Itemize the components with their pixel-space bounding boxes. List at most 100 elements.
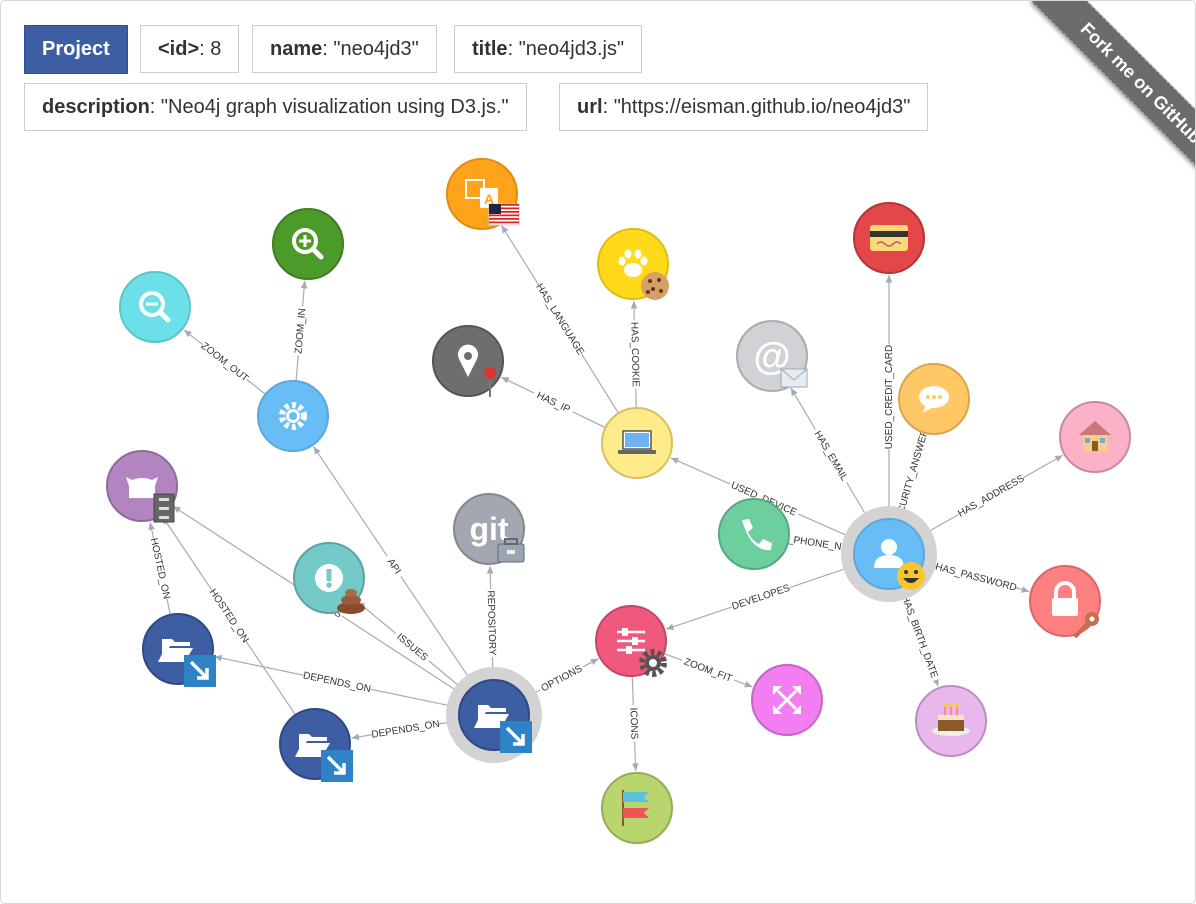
relationship-label: HAS_LANGUAGE — [533, 282, 586, 357]
relationship-label-bg — [729, 580, 792, 612]
relationship[interactable]: ZOOM_IN — [291, 280, 308, 382]
graph-node-email[interactable]: @ — [736, 320, 808, 392]
node-circle[interactable] — [272, 208, 344, 280]
graph-node-phone[interactable] — [718, 498, 790, 570]
relationship-label-bg — [148, 536, 174, 600]
relationship-label-bg — [629, 320, 643, 389]
relationship-label-bg — [531, 386, 576, 417]
smiley-icon — [897, 562, 925, 590]
relationship[interactable]: HAS_IP — [501, 376, 606, 429]
relationship[interactable]: HAS_EMAIL — [790, 387, 872, 525]
relationship-label-bg — [882, 344, 894, 450]
relationship-label: ZOOM_IN — [293, 308, 308, 354]
graph-node-dep1[interactable] — [142, 613, 216, 687]
graph-node-security[interactable] — [898, 363, 970, 435]
property-title: title: "neo4jd3.js" — [454, 25, 643, 73]
relationship[interactable]: HAS_PASSWORD — [922, 560, 1030, 594]
property-value: 8 — [210, 38, 222, 60]
graph-node-options[interactable] — [595, 605, 667, 677]
node-label-badge: Project — [24, 25, 128, 74]
relationship-label-bg — [727, 477, 801, 519]
relationship[interactable]: DEVELOPES — [665, 564, 857, 630]
graph-node-icons[interactable] — [601, 772, 673, 844]
relationship[interactable]: HAS_BIRTH_DATE — [898, 586, 943, 687]
relationship[interactable]: HAS_ADDRESS — [919, 454, 1064, 538]
graph-node-birthdate[interactable] — [915, 685, 987, 757]
graph-node-user[interactable] — [841, 506, 937, 602]
graph-node-language[interactable]: A — [446, 158, 520, 230]
relationship-label: ICONS — [627, 707, 639, 739]
graph-node-address[interactable] — [1059, 401, 1131, 473]
relationship[interactable]: USED_CREDIT_CARD — [882, 275, 895, 519]
arrow-icon — [184, 655, 216, 687]
graph-node-device[interactable] — [601, 407, 673, 479]
relationship-label-bg — [955, 471, 1026, 519]
graph-node-git[interactable]: git — [453, 493, 525, 565]
relationship-label-bg — [935, 560, 1017, 593]
relationship[interactable]: ZOOM_OUT — [183, 329, 266, 395]
graph-node-project[interactable] — [446, 667, 542, 763]
paw-icon — [618, 249, 648, 277]
property-name: name: "neo4jd3" — [252, 25, 437, 73]
relationship[interactable]: ICONS — [627, 675, 642, 772]
relationship-label: USED_CREDIT_CARD — [884, 345, 895, 449]
graph-node-settings[interactable] — [257, 380, 329, 452]
relationship[interactable]: ZOOM_FIT — [663, 652, 753, 688]
property-url: url: "https://eisman.github.io/neo4jd3" — [559, 83, 929, 131]
relationship-label: HOSTED_ON — [207, 587, 251, 645]
relationship-label: HAS_BIRTH_DATE — [899, 594, 940, 680]
graph-node-dep2[interactable] — [279, 708, 353, 782]
relationship-label: DEPENDS_ON — [302, 670, 372, 695]
github-icon — [126, 477, 158, 498]
relationship-label-bg — [628, 704, 642, 743]
relationship-label: HAS_COOKIE — [628, 322, 640, 388]
relationship-label: ISSUES — [394, 632, 430, 664]
arrow-icon — [500, 721, 532, 753]
relationship-label: HAS_PASSWORD — [934, 562, 1018, 594]
relationship-label-bg — [485, 588, 500, 658]
relationship-label-bg — [536, 660, 586, 695]
graph-node-zoomfit[interactable] — [751, 664, 823, 736]
property-key: <id> — [158, 38, 200, 60]
relationship-label: DEPENDS_ON — [371, 719, 441, 741]
git-icon: git — [469, 511, 508, 547]
graph-node-ip[interactable] — [432, 325, 504, 397]
graph-node-cookie[interactable] — [597, 228, 669, 300]
relationship-label-bg — [291, 305, 308, 357]
relationship-label: REPOSITORY — [485, 590, 498, 656]
relationship-label: OPTIONS — [539, 663, 584, 694]
node-circle[interactable] — [119, 271, 191, 343]
relationship-label-bg — [898, 590, 943, 682]
node-circle[interactable] — [718, 498, 790, 570]
property-value: "https://eisman.github.io/neo4jd3" — [613, 96, 911, 118]
graph-node-zoomin[interactable] — [272, 208, 344, 280]
relationship-label-bg — [392, 627, 434, 665]
property-value: "neo4jd3" — [333, 38, 419, 60]
home-icon — [1079, 421, 1111, 451]
relationship[interactable]: HOSTED_ON — [148, 521, 174, 615]
relationship[interactable]: DEPENDS_ON — [214, 654, 460, 709]
poop-icon — [337, 589, 365, 614]
property-description: description: "Neo4j graph visualization … — [24, 83, 527, 131]
graph-node-github[interactable] — [106, 450, 178, 523]
pin-icon — [484, 367, 496, 397]
graph-node-zoomout[interactable] — [119, 271, 191, 343]
relationship[interactable]: HAS_COOKIE — [628, 300, 643, 409]
graph-node-issues[interactable] — [293, 542, 365, 614]
relationship[interactable]: ISSUES — [357, 601, 468, 694]
exclamation-icon — [315, 564, 343, 592]
relationship[interactable]: DEPENDS_ON — [351, 716, 460, 741]
graph-node-password[interactable] — [1029, 565, 1101, 639]
expand-icon — [773, 686, 801, 714]
graph-node-creditcard[interactable] — [853, 202, 925, 274]
relationship[interactable]: REPOSITORY — [485, 565, 500, 681]
flag-icon — [488, 203, 520, 226]
property-key: name — [270, 38, 323, 60]
property-id: <id>: 8 — [140, 25, 240, 73]
credit-card-icon — [870, 225, 908, 251]
toolbox-icon — [497, 538, 525, 563]
zoom-out-icon — [139, 291, 171, 323]
cabinet-icon — [153, 493, 175, 523]
